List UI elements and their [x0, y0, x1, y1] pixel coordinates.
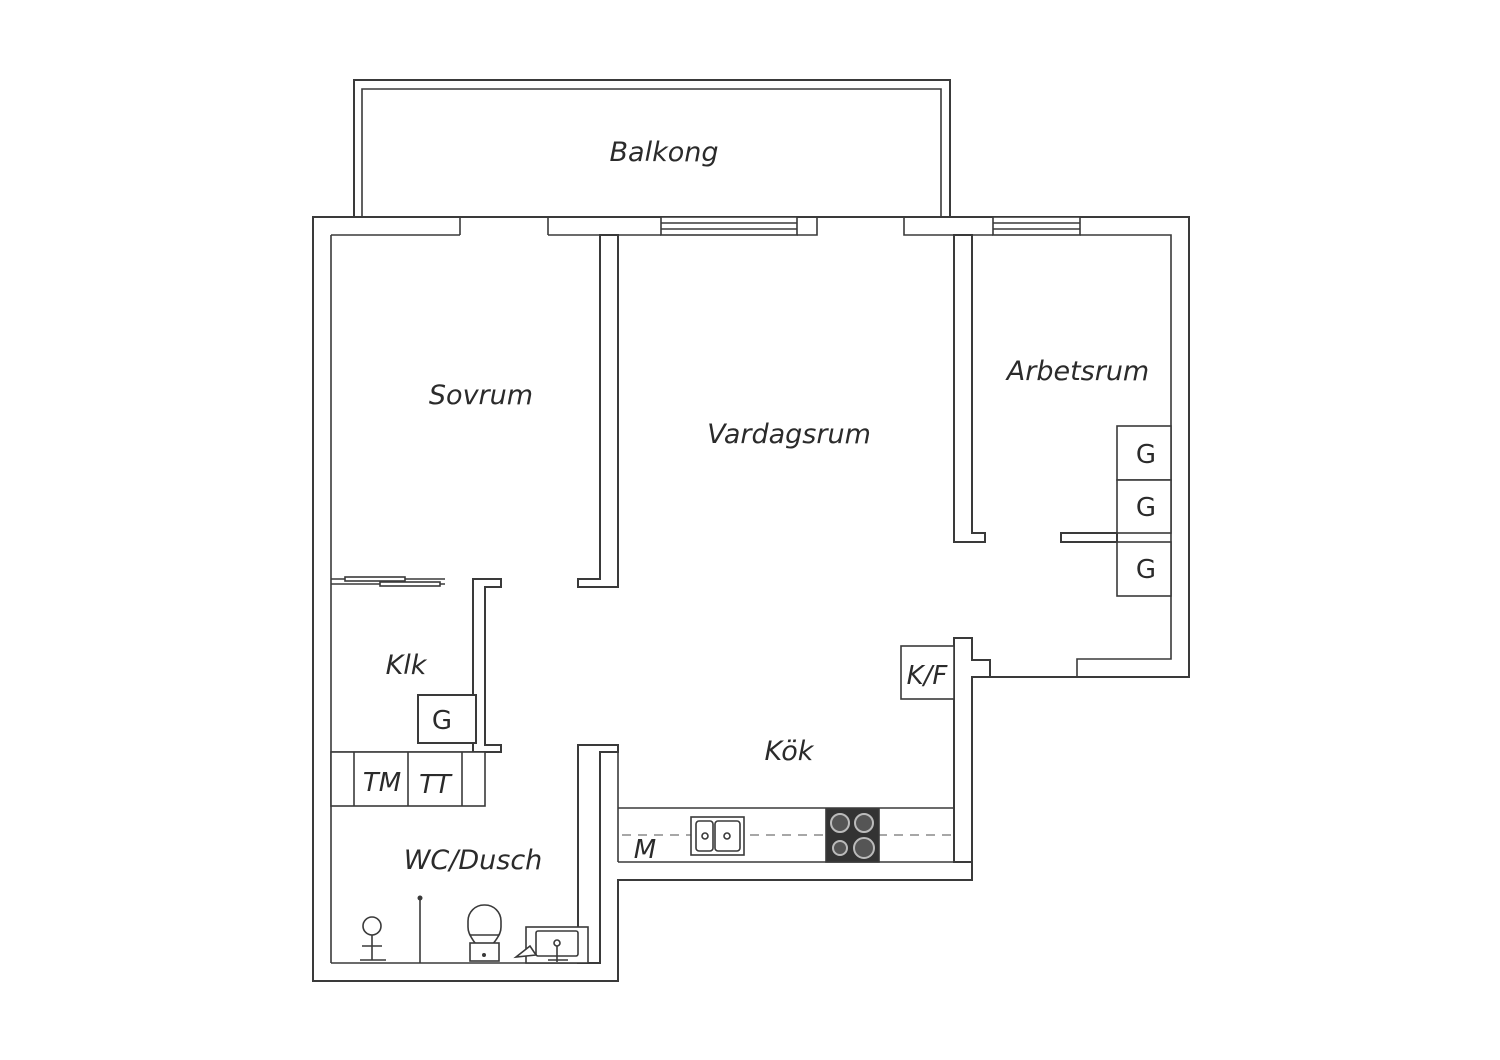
wardrobe-study-2: G [1116, 479, 1172, 534]
washing-machine-label: TM [363, 768, 401, 798]
bedroom-label: Sovrum [429, 380, 533, 411]
wardrobe-label: G [1136, 555, 1156, 585]
laundry-appliances: TM TT [330, 751, 486, 807]
kitchen-label: Kök [765, 736, 815, 767]
washbasin [513, 926, 589, 964]
living-room-label: Vardagsrum [707, 419, 871, 450]
interior-walls [331, 234, 1118, 964]
wardrobe-study-1: G [1116, 425, 1172, 481]
stove [825, 808, 880, 863]
balcony [353, 79, 951, 219]
wardrobe-closet: G [417, 694, 477, 744]
kitchen-sink [690, 816, 745, 856]
balcony-label: Balkong [610, 137, 719, 168]
study-label: Arbetsrum [1005, 356, 1150, 387]
fridge-freezer-label: K/F [907, 661, 949, 691]
wardrobe-label: G [1136, 493, 1156, 523]
closet-label: Klk [386, 650, 428, 681]
tumble-dryer-label: TT [419, 770, 453, 800]
fridge-freezer: K/F [900, 645, 955, 700]
window-study [992, 216, 1081, 236]
wardrobe-label: G [432, 706, 452, 736]
microwave-label: M [634, 835, 656, 865]
window-living-room [660, 216, 798, 236]
wardrobe-study-3: G [1116, 541, 1172, 597]
shower-head [360, 916, 386, 961]
wardrobe-label: G [1136, 440, 1156, 470]
kitchen-counter: M [618, 807, 954, 865]
bathroom-label: WC/Dusch [404, 845, 543, 876]
shower-screen [417, 895, 423, 963]
toilet [467, 904, 502, 962]
